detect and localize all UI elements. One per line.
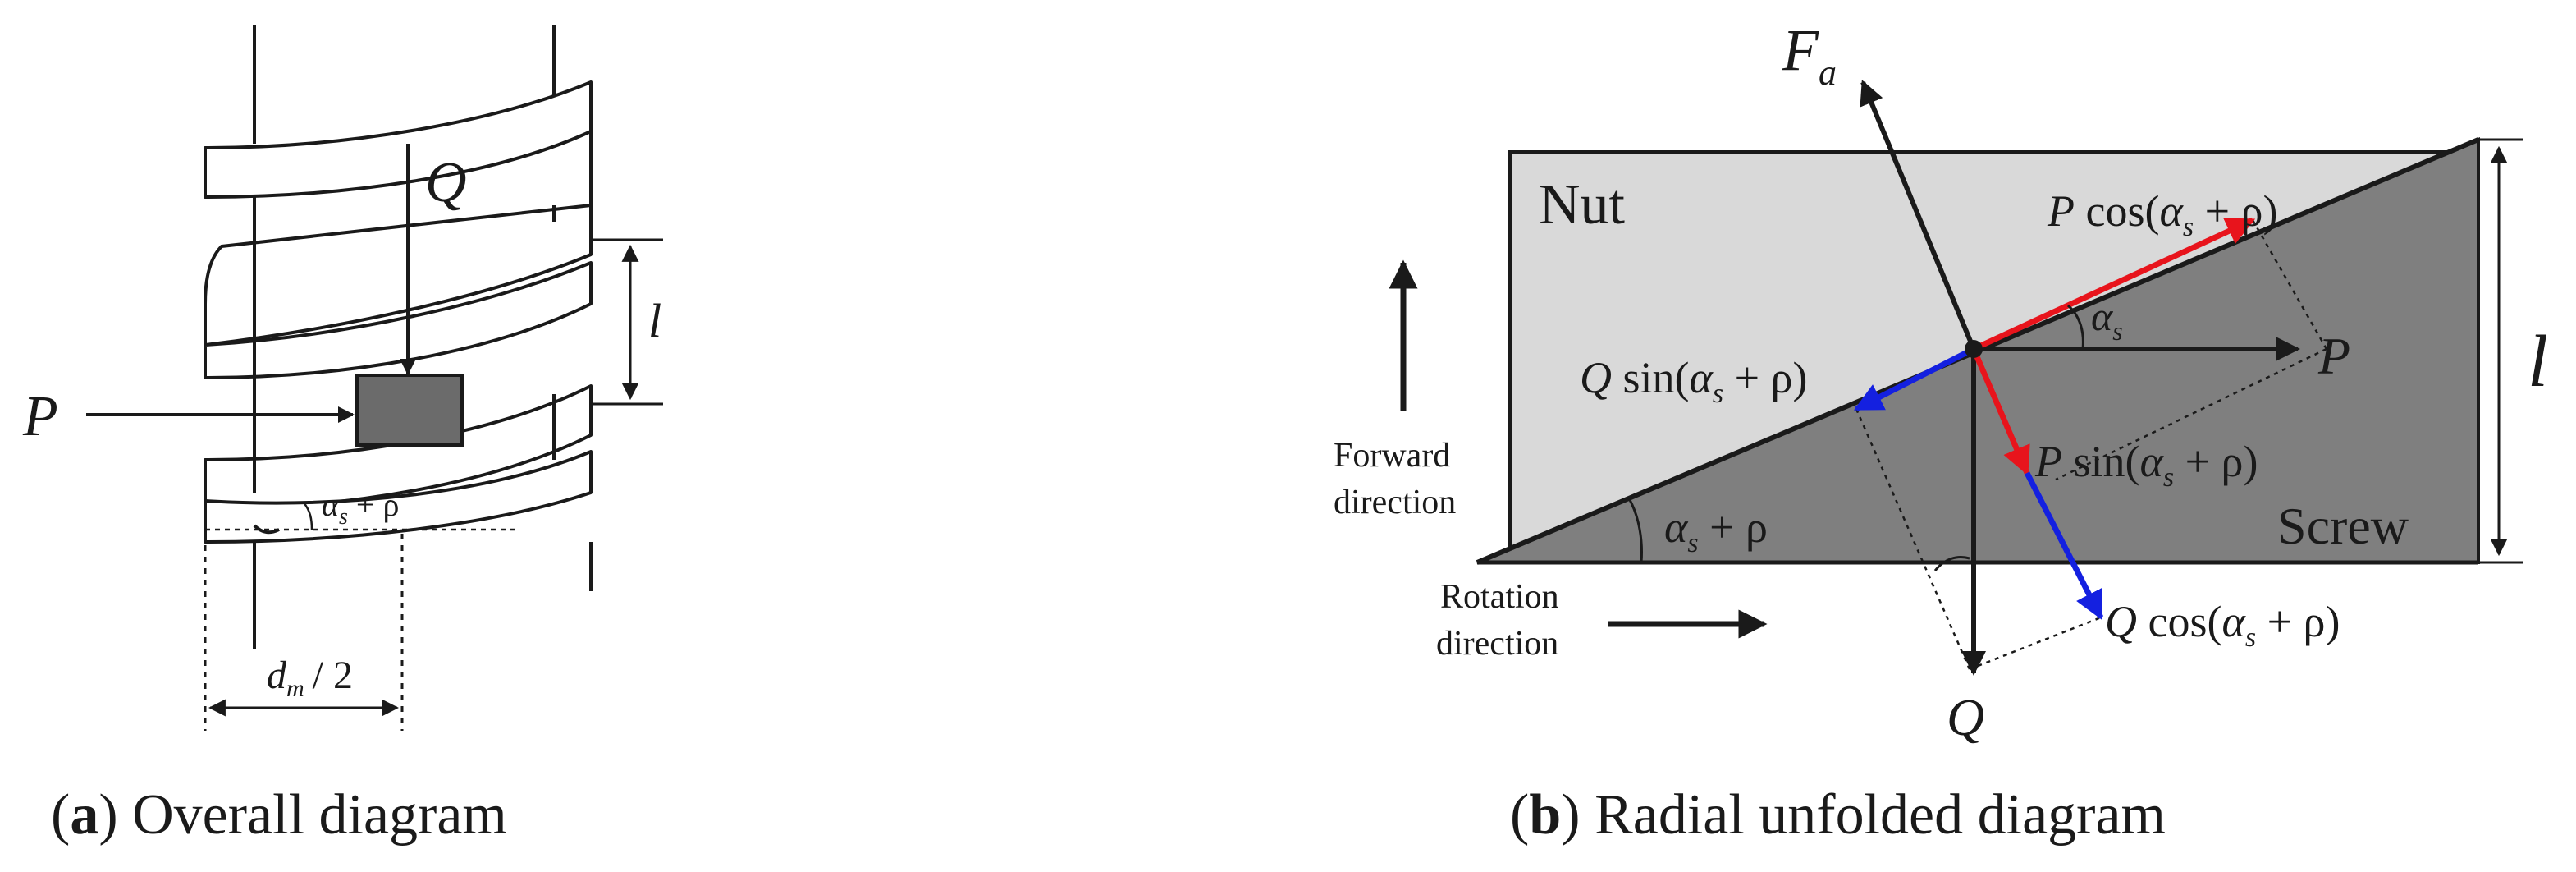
force-Fa-arrow — [1860, 80, 1976, 351]
dm-label: dm/ 2 — [267, 654, 353, 702]
label-P-b: P — [2317, 327, 2350, 385]
label-Q-cos: Q cos(αs + ρ) — [2105, 597, 2340, 653]
label-Q-b: Q — [1947, 688, 1984, 746]
mean-diameter-dimension — [204, 534, 404, 731]
panel-b-radial-unfolded-diagram: Nut Screw αs + ρ l — [1334, 17, 2548, 847]
nut-block — [355, 374, 464, 447]
nut-label: Nut — [1539, 173, 1626, 236]
label-Q-a: Q — [425, 151, 467, 214]
lead-angle-arc — [1627, 498, 1643, 563]
component-P-cos-arrow — [1972, 217, 2256, 352]
lead-dimension-b — [2478, 138, 2523, 564]
forward-label-1: Forward — [1334, 437, 1450, 475]
label-P-sin: P sin(αs + ρ) — [2034, 437, 2258, 493]
screw-label: Screw — [2277, 497, 2409, 555]
lead-angle-label: αs + ρ — [1664, 503, 1768, 558]
panel-a-overall-diagram: Q P l αs+ ρ dm/ 2 (a) Overall diagram — [22, 25, 663, 847]
component-P-sin-arrow — [1970, 347, 2030, 476]
label-l-a: l — [648, 294, 661, 347]
forward-label-2: direction — [1334, 484, 1456, 521]
helix-angle-reference — [205, 502, 517, 531]
component-Q-sin-arrow — [1853, 346, 1975, 412]
label-P-cos: P cos(αs + ρ) — [2047, 186, 2277, 242]
screw-shaft — [253, 25, 593, 649]
rotation-label-2: direction — [1436, 625, 1558, 663]
label-Fa: Fa — [1782, 17, 1837, 93]
contact-point — [1965, 340, 1983, 358]
construction-lines — [1855, 219, 2328, 671]
label-Q-sin: Q sin(αs + ρ) — [1580, 353, 1807, 409]
screw-thread — [204, 80, 593, 544]
normal-angle-arc — [1933, 556, 1970, 571]
alpha-s-arc — [2066, 304, 2084, 350]
angle-label-a: αs+ ρ — [322, 486, 399, 530]
lead-dimension — [591, 238, 663, 406]
rotation-label-1: Rotation — [1440, 578, 1559, 616]
label-l-b: l — [2528, 321, 2548, 402]
alpha-s-label: αs — [2091, 293, 2123, 346]
caption-a: (a) Overall diagram — [51, 783, 507, 847]
label-P-a: P — [22, 385, 58, 448]
thread-back-edges — [253, 131, 593, 493]
caption-b: (b) Radial unfolded diagram — [1510, 783, 2166, 847]
component-Q-cos-arrow — [2024, 471, 2104, 621]
